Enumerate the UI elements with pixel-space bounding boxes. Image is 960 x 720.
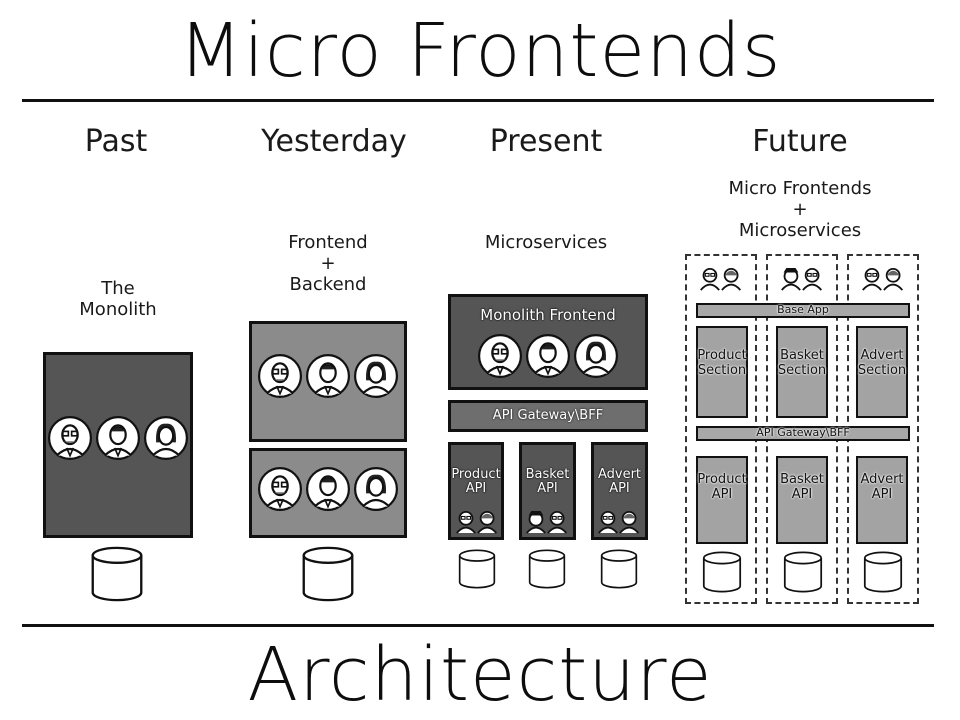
product-api-label: Product API [693,472,751,502]
team-people-icon [256,465,400,513]
section-label-line: Advert [860,348,904,363]
api-label-line: API [609,481,630,496]
era-heading-present: Present [489,124,603,159]
api-label-line: Product [451,467,501,482]
product-section-box [696,326,748,418]
advert-api-box [856,456,908,544]
advert-api-label: Advert API [853,472,911,502]
section-label-line: Product [697,348,747,363]
advert-section-box [856,326,908,418]
page-title: Micro Frontends [178,8,782,94]
subtitle-line: + [792,199,808,220]
api-label-line: API [465,481,487,496]
basket-api-box [519,442,576,540]
subtitle-line: The [101,278,135,299]
team-people-icon [256,352,400,400]
team-pair-icon [525,510,568,534]
database-icon [91,546,143,602]
api-label-line: API [711,487,733,502]
era-subtitle-past: The Monolith [40,278,196,320]
section-label-line: Section [857,363,907,378]
team-pair-icon [780,266,823,292]
section-label-line: Section [777,363,827,378]
era-subtitle-yesterday: Frontend + Backend [250,232,406,295]
basket-section-box [776,326,828,418]
era-heading-past: Past [84,124,148,159]
era-heading-future: Future [752,124,848,159]
database-icon [702,551,742,593]
database-icon [528,549,566,589]
database-icon [863,551,903,593]
database-icon [600,549,638,589]
api-label-line: Advert [597,467,642,482]
product-api-box [696,456,748,544]
subtitle-line: + [320,253,336,274]
api-label-line: Basket [780,472,824,487]
subtitle-line: Backend [289,274,367,295]
footer-title: Architecture [247,632,713,718]
monolith-frontend-label: Monolith Frontend [480,306,616,324]
team-pair-icon [861,267,904,292]
basket-api-box [776,456,828,544]
advert-section-label: Advert Section [853,348,911,378]
api-label-line: API [791,487,813,502]
product-section-label: Product Section [693,348,751,378]
era-heading-yesterday: Yesterday [261,124,407,159]
subtitle-line: Monolith [79,299,157,320]
api-label-line: Advert [860,472,904,487]
basket-section-label: Basket Section [773,348,831,378]
team-people-icon [46,414,190,462]
advert-api-box [591,442,648,540]
section-label-line: Basket [780,348,824,363]
person-icon-group [48,416,188,460]
api-label-line: API [537,481,558,496]
team-pair-icon [455,510,498,534]
database-icon [783,551,823,593]
era-subtitle-present: Microservices [484,232,608,253]
subtitle-line: Micro Frontends [728,178,872,199]
team-pair-icon [597,510,640,534]
api-label-line: Basket [525,467,570,482]
base-app-bar: Base App [696,303,910,318]
team-pair-icon [699,267,742,292]
api-gateway-bar: API Gateway\BFF [448,400,648,432]
product-api-label: Product API [448,468,504,496]
api-label-line: Product [697,472,747,487]
section-label-line: Section [697,363,747,378]
subtitle-line: Microservices [738,220,862,241]
database-icon [302,546,354,602]
api-gateway-bar: API Gateway\BFF [696,426,910,441]
subtitle-line: Frontend [288,232,368,253]
era-subtitle-future: Micro Frontends + Microservices [690,178,910,241]
advert-api-label: Advert API [591,468,648,496]
team-people-icon [476,332,620,380]
database-icon [458,549,496,589]
bottom-divider [22,624,934,627]
top-divider [22,99,934,102]
api-label-line: API [871,487,893,502]
basket-api-label: Basket API [773,472,831,502]
product-api-box [448,442,504,540]
basket-api-label: Basket API [519,468,576,496]
